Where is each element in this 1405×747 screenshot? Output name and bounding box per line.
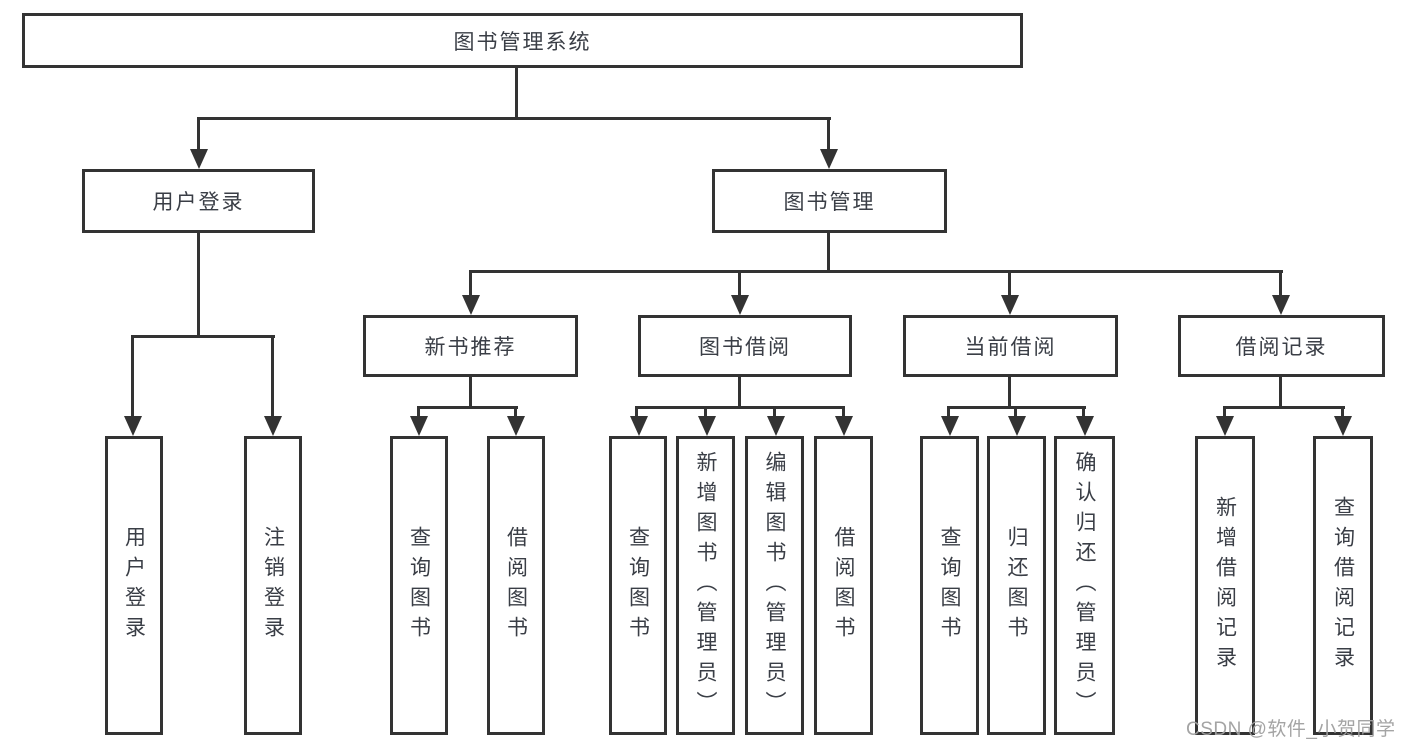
arrow-down-icon	[1334, 416, 1352, 436]
arrow-down-icon	[507, 416, 525, 436]
arrow-down-icon	[941, 416, 959, 436]
leaf-confirm-return-admin: 确认归还（管理员）	[1054, 436, 1115, 735]
node-book-management-label: 图书管理	[783, 191, 876, 214]
connector-line	[469, 377, 472, 408]
node-current-borrow: 当前借阅	[903, 315, 1118, 377]
arrow-down-icon	[767, 416, 785, 436]
connector-line	[515, 68, 518, 120]
leaf-logout-label: 注销登录	[261, 525, 285, 646]
connector-line	[1008, 273, 1011, 298]
connector-line	[1008, 377, 1011, 408]
leaf-add-books-admin: 新增图书（管理员）	[676, 436, 735, 735]
leaf-confirm-return-admin-label: 确认归还（管理员）	[1073, 450, 1096, 721]
connector-line	[704, 406, 707, 420]
arrow-down-icon	[731, 295, 749, 315]
leaf-user-login-label: 用户登录	[122, 525, 146, 646]
leaf-query-books-1-label: 查询图书	[407, 525, 431, 646]
connector-line	[197, 120, 200, 152]
node-new-book-recommend: 新书推荐	[363, 315, 578, 377]
connector-line	[1223, 406, 1345, 409]
node-new-book-recommend-label: 新书推荐	[424, 336, 517, 359]
connector-line	[131, 338, 134, 418]
connector-line	[271, 338, 274, 418]
connector-line	[1279, 273, 1282, 298]
node-root: 图书管理系统	[22, 13, 1023, 68]
arrow-down-icon	[190, 149, 208, 169]
leaf-add-borrow-record-label: 新增借阅记录	[1213, 495, 1237, 676]
arrow-down-icon	[1272, 295, 1290, 315]
watermark: CSDN @软件_小贺同学	[1186, 719, 1396, 740]
connector-line	[1223, 406, 1226, 420]
connector-line	[773, 406, 776, 420]
arrow-down-icon	[1008, 416, 1026, 436]
leaf-user-login: 用户登录	[105, 436, 163, 735]
node-borrow-records-label: 借阅记录	[1235, 336, 1328, 359]
connector-line	[738, 377, 741, 408]
connector-line	[1279, 377, 1282, 408]
connector-line	[827, 120, 830, 152]
node-user-login-label: 用户登录	[152, 191, 245, 214]
leaf-add-books-admin-label: 新增图书（管理员）	[694, 450, 717, 721]
connector-line	[197, 117, 831, 120]
arrow-down-icon	[835, 416, 853, 436]
arrow-down-icon	[124, 416, 142, 436]
connector-line	[514, 406, 517, 420]
leaf-borrow-books-2-label: 借阅图书	[832, 525, 855, 646]
leaf-logout: 注销登录	[244, 436, 302, 735]
leaf-return-books: 归还图书	[987, 436, 1046, 735]
arrow-down-icon	[1001, 295, 1019, 315]
connector-line	[197, 233, 200, 338]
connector-line	[738, 273, 741, 298]
connector-line	[1082, 406, 1085, 420]
leaf-query-borrow-record: 查询借阅记录	[1313, 436, 1373, 735]
leaf-borrow-books-1-label: 借阅图书	[504, 525, 528, 646]
arrow-down-icon	[630, 416, 648, 436]
connector-line	[947, 406, 950, 420]
connector-line	[635, 406, 845, 409]
leaf-return-books-label: 归还图书	[1005, 525, 1028, 646]
leaf-add-borrow-record: 新增借阅记录	[1195, 436, 1255, 735]
node-user-login: 用户登录	[82, 169, 315, 233]
leaf-query-books-1: 查询图书	[390, 436, 448, 735]
leaf-query-books-2-label: 查询图书	[626, 525, 650, 646]
arrow-down-icon	[410, 416, 428, 436]
arrow-down-icon	[1076, 416, 1094, 436]
arrow-down-icon	[264, 416, 282, 436]
arrow-down-icon	[820, 149, 838, 169]
connector-line	[469, 273, 472, 298]
connector-line	[417, 406, 518, 409]
arrow-down-icon	[1216, 416, 1234, 436]
connector-line	[469, 270, 1283, 273]
node-current-borrow-label: 当前借阅	[964, 336, 1057, 359]
leaf-edit-books-admin-label: 编辑图书（管理员）	[763, 450, 786, 721]
leaf-query-borrow-record-label: 查询借阅记录	[1331, 495, 1355, 676]
node-borrow-records: 借阅记录	[1178, 315, 1385, 377]
connector-line	[635, 406, 638, 420]
node-book-borrow-label: 图书借阅	[699, 336, 791, 359]
leaf-query-books-3: 查询图书	[920, 436, 979, 735]
leaf-borrow-books-1: 借阅图书	[487, 436, 545, 735]
connector-line	[131, 335, 275, 338]
connector-line	[827, 233, 830, 273]
leaf-query-books-3-label: 查询图书	[938, 525, 961, 646]
arrow-down-icon	[698, 416, 716, 436]
connector-line	[417, 406, 420, 420]
leaf-query-books-2: 查询图书	[609, 436, 667, 735]
node-book-borrow: 图书借阅	[638, 315, 852, 377]
node-root-label: 图书管理系统	[453, 30, 592, 54]
connector-line	[842, 406, 845, 420]
connector-line	[1341, 406, 1344, 420]
arrow-down-icon	[462, 295, 480, 315]
connector-line	[1014, 406, 1017, 420]
node-book-management: 图书管理	[712, 169, 947, 233]
leaf-edit-books-admin: 编辑图书（管理员）	[745, 436, 804, 735]
leaf-borrow-books-2: 借阅图书	[814, 436, 873, 735]
